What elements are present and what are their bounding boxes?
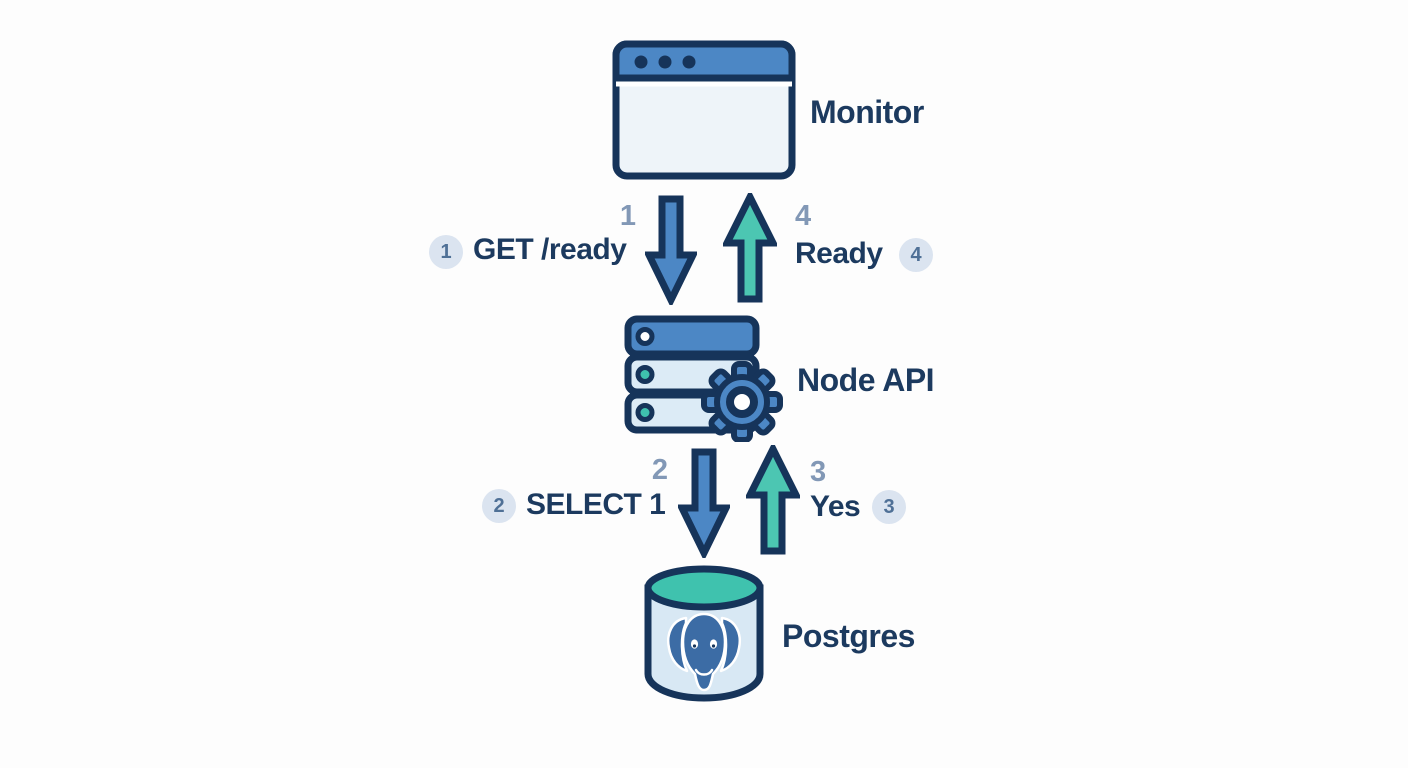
step-3-arrow-number: 3 (810, 456, 827, 488)
postgres-node-label: Postgres (782, 618, 915, 654)
server-gear-icon (620, 314, 784, 442)
step-2-arrow-number: 2 (651, 454, 668, 486)
arrow-down-request-1-icon (645, 195, 697, 305)
step-2-badge: 2 (482, 489, 516, 523)
step-3-response-label: Yes (810, 490, 861, 523)
step-4-badge: 4 (899, 238, 933, 272)
arrow-up-response-4-icon (723, 193, 777, 303)
step-3-badge: 3 (872, 490, 906, 524)
step-1-arrow-number: 1 (619, 200, 636, 232)
step-4-response-label: Ready (795, 237, 883, 270)
gear-icon (701, 361, 783, 442)
step-4-arrow-number: 4 (795, 200, 812, 232)
postgres-database-icon (642, 562, 766, 702)
monitor-node-label: Monitor (810, 94, 924, 130)
step-2-request-label: SELECT 1 (526, 488, 666, 521)
node-api-node-label: Node API (797, 362, 935, 398)
arrow-up-response-3-icon (746, 445, 800, 555)
elephant-logo-icon (667, 612, 741, 692)
step-1-badge: 1 (429, 235, 463, 269)
step-1-request-label: GET /ready (473, 233, 627, 266)
browser-window-icon (612, 40, 796, 180)
arrow-down-request-2-icon (678, 448, 730, 558)
